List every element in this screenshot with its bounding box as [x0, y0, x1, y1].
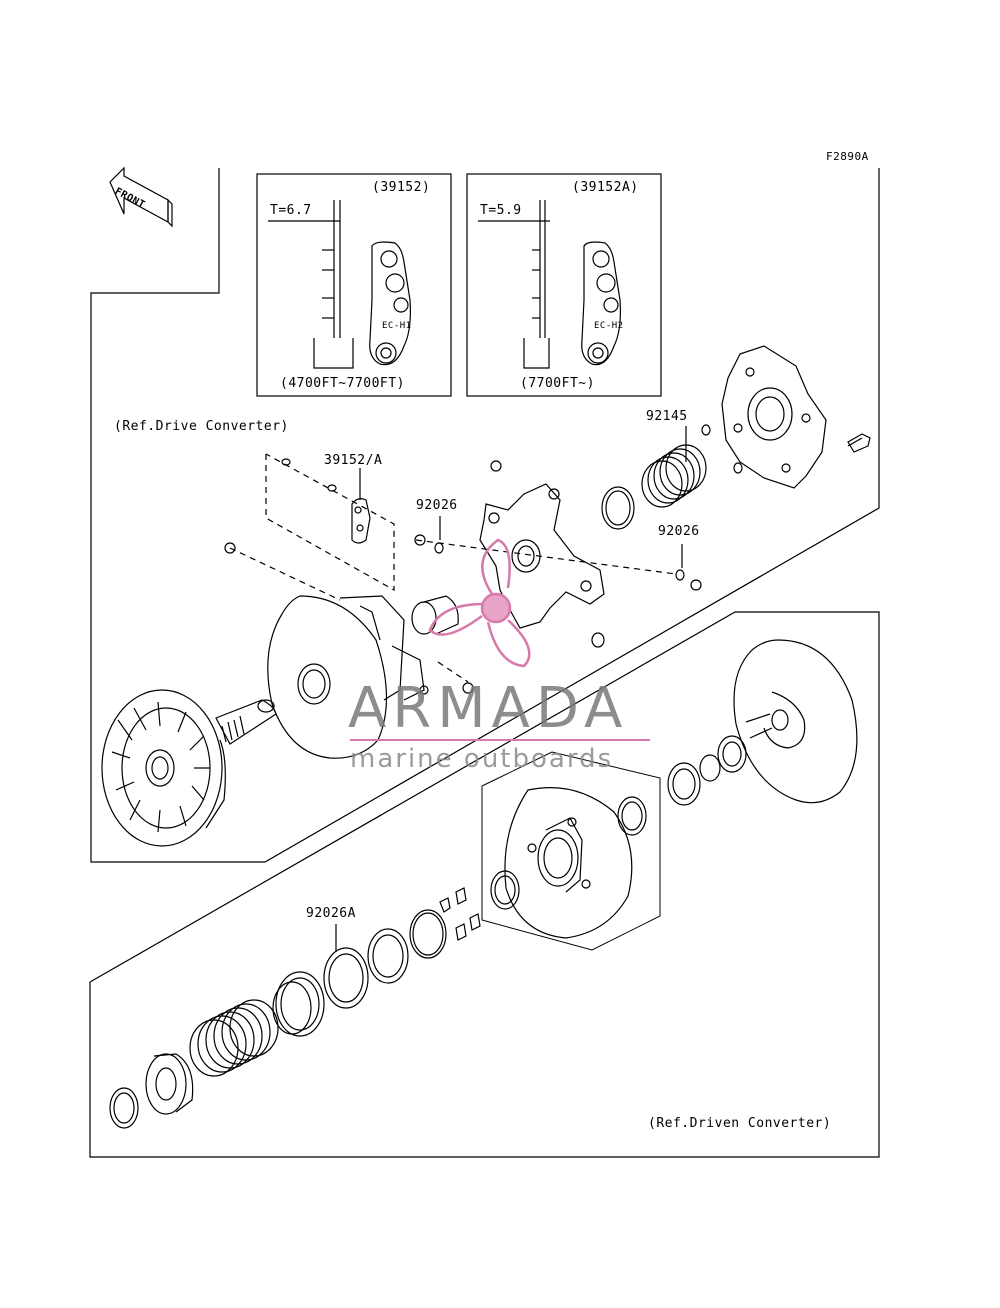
- driven-end-ring-icon: [109, 1087, 139, 1129]
- spring-upper-icon: [641, 444, 707, 508]
- driven-ring-right-icon: [617, 796, 647, 836]
- driven-cover-icon: [504, 787, 633, 939]
- armada-logo-icon: [428, 538, 531, 668]
- inset-left-thickness: T=6.7: [270, 203, 312, 218]
- front-arrow-icon: [109, 166, 173, 228]
- inset-left-part-no: (39152): [372, 180, 431, 195]
- diagram-frame-top: [90, 168, 880, 863]
- inset-left-box: [256, 173, 452, 397]
- bolt-icon: [847, 433, 871, 453]
- watermark-brand: ARMADA: [348, 676, 629, 741]
- ref-drive-label: (Ref.Drive Converter): [114, 419, 289, 434]
- callout-92026-a: 92026: [416, 498, 458, 513]
- spider-icon: [479, 483, 605, 629]
- driven-sheave-icon: [733, 639, 858, 804]
- drive-shaft-icon: [215, 699, 277, 745]
- watermark-tagline: marine outboards: [350, 744, 614, 774]
- weight-arm-left-icon: [369, 241, 411, 366]
- ring-upper-icon: [601, 486, 635, 530]
- drive-cover-icon: [721, 345, 827, 489]
- driven-cover-inset: [481, 751, 661, 951]
- spring-seat-icon: [145, 1053, 194, 1115]
- watermark-underline: [350, 739, 650, 741]
- inset-right-stamp: EC-H2: [594, 321, 624, 331]
- ref-driven-label: (Ref.Driven Converter): [648, 1116, 832, 1131]
- inset-right-altitude: (7700FT~): [520, 376, 595, 391]
- weight-part-icon: [351, 498, 371, 544]
- thickness-gauge-right: [478, 200, 550, 369]
- inset-left-altitude: (4700FT~7700FT): [280, 376, 405, 391]
- small-pin-icon: [701, 424, 743, 474]
- inset-right-box: [466, 173, 662, 397]
- weight-arm-right-icon: [581, 241, 621, 366]
- driven-spring-icon: [189, 999, 279, 1077]
- inset-right-part-no: (39152A): [572, 180, 639, 195]
- driven-washer-icon: [667, 735, 747, 806]
- callout-92026A: 92026A: [306, 906, 356, 921]
- thickness-gauge-left: [268, 200, 354, 369]
- diagram-frame-bottom: [89, 611, 880, 1158]
- weight-assembly-guide: [229, 453, 677, 683]
- callout-92026-b: 92026: [658, 524, 700, 539]
- movable-sheave-icon: [267, 595, 425, 759]
- inset-left-stamp: EC-H1: [382, 321, 412, 331]
- inset-right-thickness: T=5.9: [480, 203, 522, 218]
- figure-code: F2890A: [826, 150, 869, 163]
- driven-washers-icon: [272, 909, 447, 1037]
- pin-icon: [224, 458, 702, 695]
- fixed-sheave-fan-icon: [101, 689, 226, 847]
- callout-39152A: 39152/A: [324, 453, 383, 468]
- callout-92145: 92145: [646, 409, 688, 424]
- roller-pins-icon: [439, 887, 481, 941]
- driven-ring-left-icon: [490, 870, 520, 910]
